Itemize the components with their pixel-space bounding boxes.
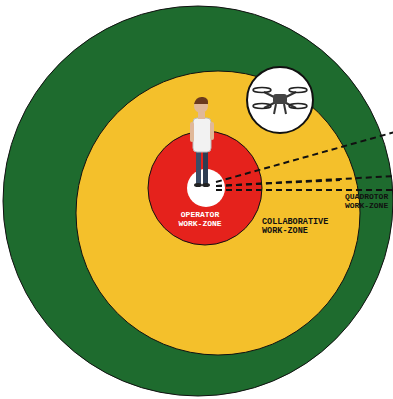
drone-icon <box>247 67 313 133</box>
zone-label: COLLABORATIVE WORK-ZONE <box>262 218 331 237</box>
zone-label: OPERATOR WORK-ZONE <box>176 211 224 229</box>
zone-outline <box>147 130 263 246</box>
collaborative-zone-circle: OPERATOR WORK-ZONE COLLABORATIVE WORK-ZON… <box>75 70 361 356</box>
zone-label: QUADROTOR WORK-ZONE <box>345 193 391 211</box>
quadrotor-zone-circle: OPERATOR WORK-ZONE COLLABORATIVE WORK-ZON… <box>2 5 393 397</box>
standing-disc <box>187 169 225 207</box>
zone-wedge-lines <box>216 132 393 190</box>
operator-zone-circle: OPERATOR WORK-ZONE <box>147 130 263 246</box>
operator-figure <box>190 97 214 187</box>
